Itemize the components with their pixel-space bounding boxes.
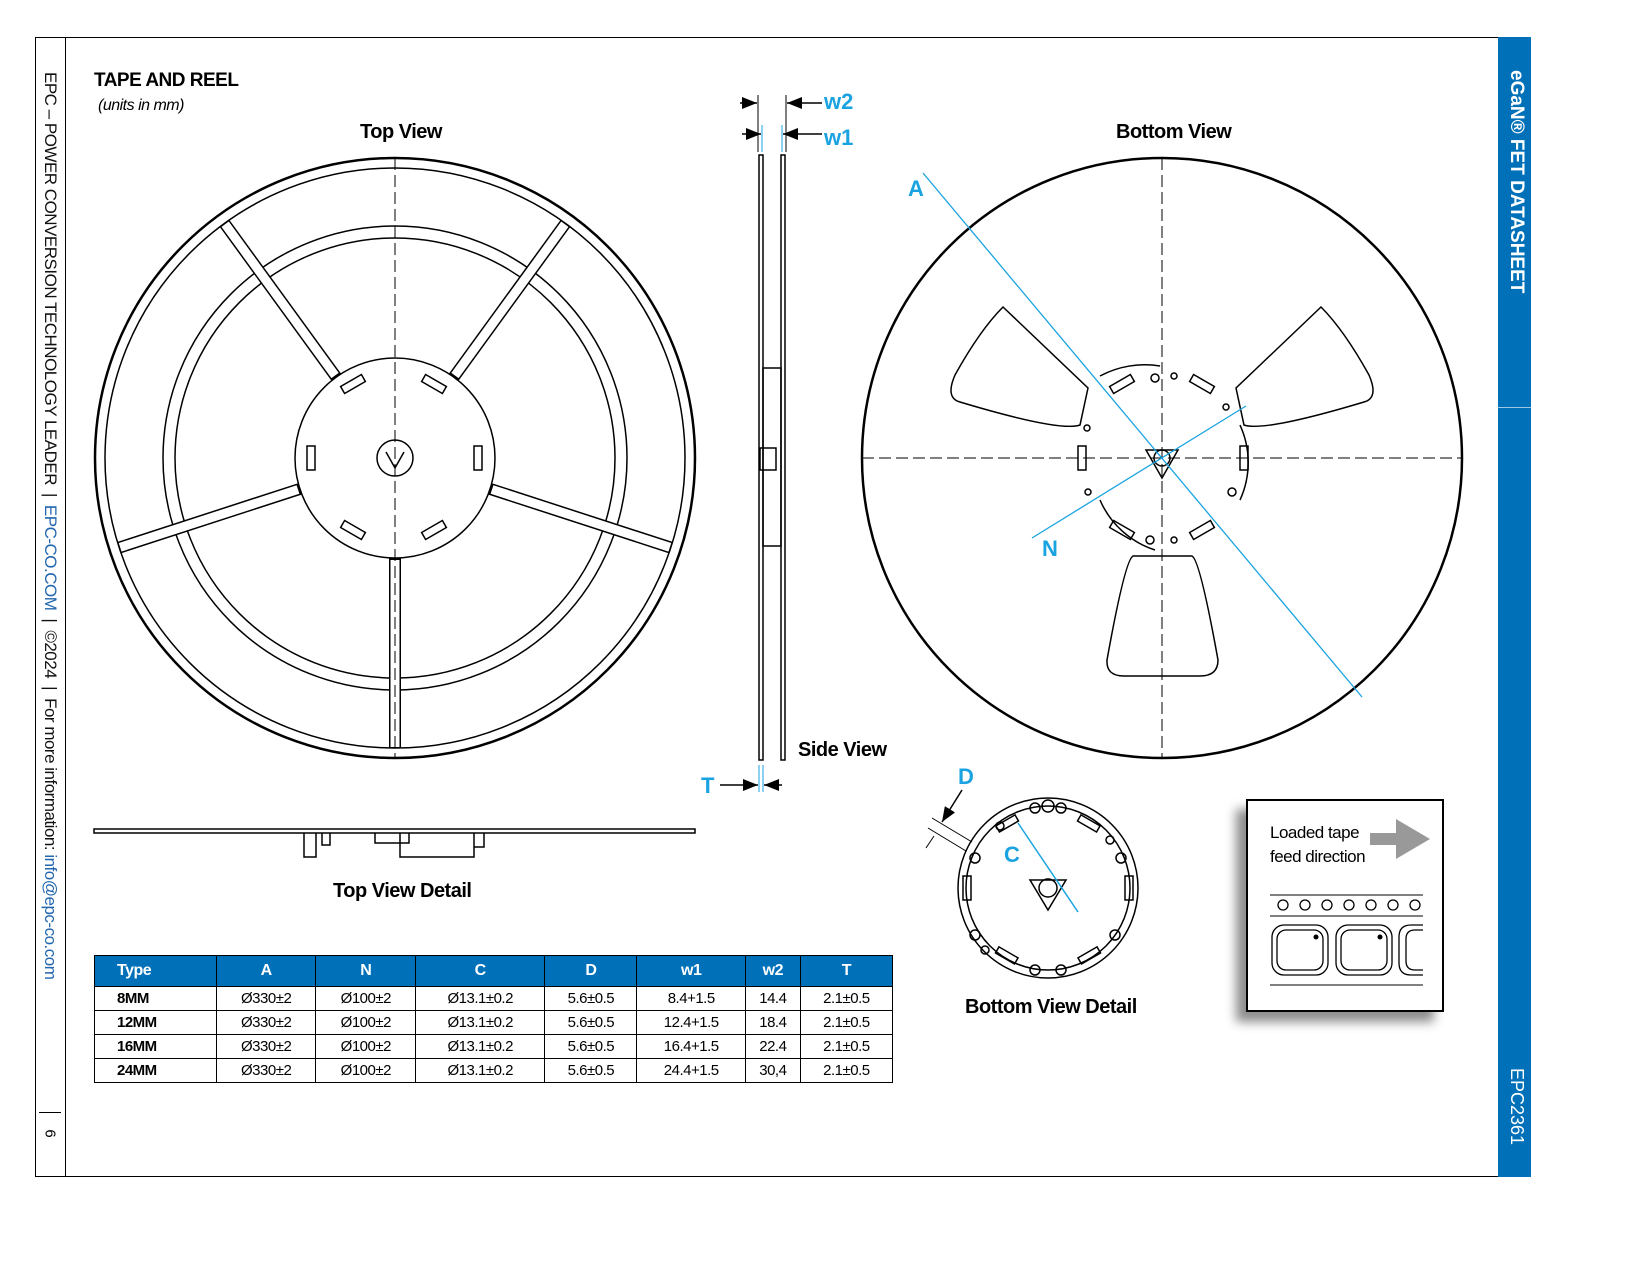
table-cell: 2.1±0.5 — [799, 1058, 894, 1083]
table-cell: Ø13.1±0.2 — [415, 1034, 546, 1059]
tape-drawing — [1270, 819, 1430, 986]
side-view-drawing — [720, 95, 822, 792]
table-cell: 5.6±0.5 — [544, 1034, 638, 1059]
units-note: (units in mm) — [98, 97, 184, 114]
top-view-label: Top View — [360, 121, 442, 143]
col-w1: w1 — [636, 955, 746, 987]
right-band — [1498, 37, 1531, 1177]
a-label: A — [908, 176, 924, 201]
table-cell: 8MM — [94, 986, 217, 1011]
bottom-view-label: Bottom View — [1116, 121, 1232, 143]
table-cell: 2.1±0.5 — [799, 1010, 894, 1035]
col-w2: w2 — [744, 955, 801, 987]
table-cell: 12.4+1.5 — [636, 1010, 746, 1035]
table-cell: 16MM — [94, 1034, 217, 1059]
table-cell: 8.4+1.5 — [636, 986, 746, 1011]
bottom-view-detail-drawing — [925, 789, 1139, 979]
table-cell: Ø100±2 — [315, 1058, 417, 1083]
table-cell: Ø13.1±0.2 — [415, 1058, 546, 1083]
table-header-row: Type A N C D w1 w2 T — [94, 955, 894, 987]
table-cell: Ø13.1±0.2 — [415, 986, 546, 1011]
page-number: 6 — [39, 1112, 61, 1142]
table-cell: 12MM — [94, 1010, 217, 1035]
table-cell: 22.4 — [744, 1034, 801, 1059]
arrow-right-icon — [1370, 819, 1430, 859]
table-cell: 5.6±0.5 — [544, 986, 638, 1011]
table-cell: 2.1±0.5 — [799, 1034, 894, 1059]
table-cell: 24.4+1.5 — [636, 1058, 746, 1083]
table-cell: Ø100±2 — [315, 1034, 417, 1059]
table-cell: Ø330±2 — [215, 1034, 317, 1059]
bottom-view-drawing — [860, 156, 1464, 760]
side-view-label: Side View — [798, 739, 887, 761]
w1-label: w1 — [823, 125, 853, 150]
table-cell: Ø100±2 — [315, 986, 417, 1011]
table-cell: Ø330±2 — [215, 986, 317, 1011]
table-cell: 2.1±0.5 — [799, 986, 894, 1011]
table-cell: 16.4+1.5 — [636, 1034, 746, 1059]
table-cell: 14.4 — [744, 986, 801, 1011]
table-cell: Ø330±2 — [215, 1010, 317, 1035]
table-cell: Ø13.1±0.2 — [415, 1010, 546, 1035]
table-cell: 5.6±0.5 — [544, 1058, 638, 1083]
d-label: D — [958, 764, 974, 789]
table-cell: Ø330±2 — [215, 1058, 317, 1083]
n-label: N — [1042, 536, 1058, 561]
c-label: C — [1004, 842, 1020, 867]
left-sidebar — [35, 37, 66, 1177]
w2-label: w2 — [823, 89, 853, 114]
table-cell: 18.4 — [744, 1010, 801, 1035]
bottom-view-detail-label: Bottom View Detail — [965, 996, 1137, 1018]
col-n: N — [315, 955, 417, 987]
table-cell: 5.6±0.5 — [544, 1010, 638, 1035]
table-cell: Ø100±2 — [315, 1010, 417, 1035]
table-cell: 30,4 — [744, 1058, 801, 1083]
section-title: TAPE AND REEL — [94, 70, 239, 91]
col-a: A — [215, 955, 317, 987]
top-view-detail-drawing — [93, 828, 696, 858]
top-view-detail-label: Top View Detail — [333, 880, 472, 902]
col-t: T — [799, 955, 894, 987]
col-type: Type — [94, 955, 217, 987]
col-d: D — [544, 955, 638, 987]
table-cell: 24MM — [94, 1058, 217, 1083]
col-c: C — [415, 955, 546, 987]
t-label: T — [701, 773, 715, 798]
top-view-drawing — [93, 156, 697, 760]
